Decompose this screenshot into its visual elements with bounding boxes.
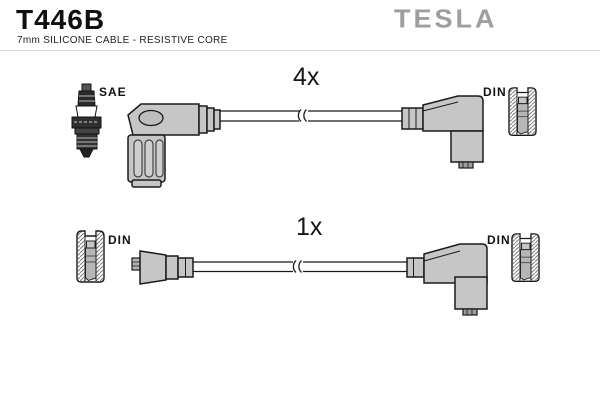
din-cap-icon-row2-right (511, 233, 540, 282)
cable-row2 (193, 260, 407, 273)
straight-boot-icon (131, 250, 194, 285)
part-number: T446B (16, 4, 106, 35)
elbow-boot-icon-row2-right (406, 243, 488, 316)
spark-plug-icon (71, 83, 102, 158)
elbow-boot-icon-row1-left (127, 103, 221, 188)
din-terminal-label-row1: DIN (483, 85, 507, 99)
din-cap-icon-row2-left (76, 230, 105, 283)
cable-row1 (220, 109, 402, 122)
din-cap-icon-row1 (508, 87, 537, 136)
product-subtitle: 7mm SILICONE CABLE - RESISTIVE CORE (17, 35, 228, 46)
quantity-label-row2: 1x (296, 213, 323, 241)
elbow-boot-icon-row1-right (401, 95, 484, 169)
header-divider (0, 50, 600, 51)
tesla-logo: TESLA (394, 4, 498, 34)
quantity-label-row1: 4x (293, 63, 320, 91)
sae-terminal-label: SAE (99, 85, 127, 99)
din-terminal-label-row2-left: DIN (108, 233, 132, 247)
din-terminal-label-row2-right: DIN (487, 233, 511, 247)
